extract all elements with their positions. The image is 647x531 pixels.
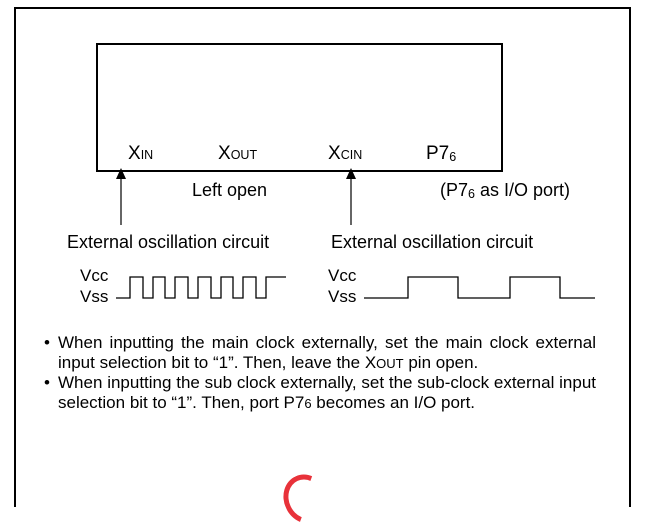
note-main-clock-text-c: pin open. [403,352,479,372]
note-sub-clock: • When inputting the sub clock externall… [44,373,596,413]
left-open-label: Left open [192,180,267,200]
vss-label-left: Vss [80,287,108,306]
notes-list: • When inputting the main clock external… [44,333,596,413]
pin-xout-label: XOUT [218,143,257,164]
note-sub-clock-text-c: becomes an I/O port. [311,392,476,412]
chip-outline [96,43,503,172]
vcc-label-left: Vcc [80,266,109,285]
p76-io-label: (P76 as I/O port) [440,180,570,201]
figure-frame [14,7,631,507]
bullet-icon: • [44,333,50,352]
pin-xcin-label: XCIN [328,143,362,164]
clock-input-diagram: XIN XOUT XCIN P76 Left open (P76 as I/O … [67,43,595,306]
vss-label-right: Vss [328,287,356,306]
ext-osc-label-left: External oscillation circuit [67,232,269,252]
main-clock-waveform [116,276,286,299]
note-sub-clock-text-b: 6 [304,395,312,411]
bullet-icon: • [44,373,50,392]
arrow-xin-head [116,168,126,179]
sub-clock-waveform [364,276,595,299]
ext-osc-label-right: External oscillation circuit [331,232,533,252]
pin-p76-label: P76 [426,143,456,164]
note-sub-clock-text-a: When inputting the sub clock externally,… [58,373,596,412]
note-main-clock: • When inputting the main clock external… [44,333,596,373]
pin-xin-label: XIN [128,143,153,164]
vcc-label-right: Vcc [328,266,357,285]
note-main-clock-text-b: OUT [376,355,404,371]
arrow-xcin-head [346,168,356,179]
note-main-clock-text-a: When inputting the main clock externally… [58,333,596,372]
